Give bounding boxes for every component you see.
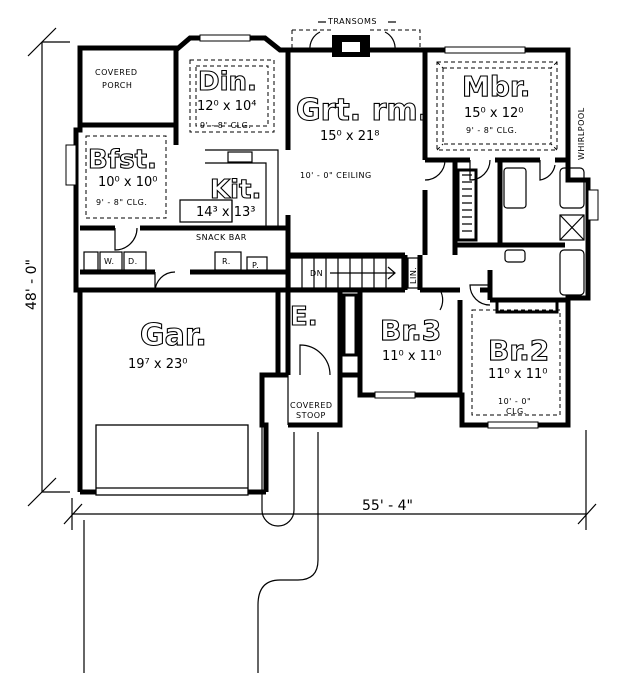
closets — [342, 168, 559, 357]
bfst-name: Bfst. — [88, 145, 157, 175]
e-name: E. — [290, 302, 318, 332]
overall-depth-label: 48' - 0" — [24, 259, 40, 310]
stairs — [289, 257, 403, 289]
fireplace — [291, 29, 421, 57]
mbr-note: 9' - 8" CLG. — [466, 126, 517, 135]
gar-name: Gar. — [140, 318, 207, 353]
covered-stoop-label-2: STOOP — [296, 411, 326, 420]
depth-dimension — [27, 27, 70, 507]
bfst-size: 10⁰ x 10⁰ — [98, 175, 157, 190]
br2-note-1: 10' - 0" — [498, 397, 531, 406]
snack-bar-label: SNACK BAR — [196, 233, 247, 242]
refrigerator-label: R. — [222, 257, 231, 266]
overall-width-label: 55' - 4" — [362, 498, 413, 514]
laundry — [83, 251, 419, 289]
dryer-label: D. — [128, 257, 138, 266]
walkway — [83, 425, 319, 673]
garage-door — [95, 424, 249, 496]
whirlpool-label: WHIRLPOOL — [577, 107, 586, 160]
kitchen-counters — [179, 149, 279, 228]
br2-tray-ceiling — [471, 309, 561, 416]
br3-size: 11⁰ x 11⁰ — [382, 349, 441, 364]
din-note: 9' - 8" CLG. — [200, 121, 251, 130]
door-swings — [114, 159, 556, 376]
covered-porch-label-1: COVERED — [95, 68, 138, 77]
windows — [65, 34, 599, 429]
gar-size: 19⁷ x 23⁰ — [128, 357, 187, 372]
br2-name: Br.2 — [488, 334, 549, 367]
br2-size: 11⁰ x 11⁰ — [488, 367, 547, 382]
width-dimension — [63, 430, 597, 530]
br3-name: Br.3 — [380, 314, 441, 347]
din-name: Din. — [198, 67, 257, 97]
lin-label: LIN. — [409, 267, 418, 284]
bfst-tray-ceiling — [85, 135, 167, 219]
pantry-label: P. — [252, 261, 259, 270]
mbr-name: Mbr. — [462, 70, 530, 103]
din-size: 12⁰ x 10⁴ — [197, 99, 256, 114]
kit-name: Kit. — [210, 175, 261, 205]
mbr-size: 15⁰ x 12⁰ — [464, 106, 523, 121]
covered-porch-label-2: PORCH — [102, 81, 132, 90]
transoms-label: TRANSOMS — [327, 17, 377, 26]
br2-note-2: CLG. — [506, 407, 527, 416]
dn-label: DN — [310, 269, 323, 278]
kit-size: 14³ x 13³ — [196, 205, 255, 220]
washer-label: W. — [104, 257, 115, 266]
grt-name: Grt. rm. — [296, 93, 429, 128]
bfst-note: 9' - 8" CLG. — [96, 198, 147, 207]
dining-tray-ceiling — [189, 59, 275, 133]
grt-note: 10' - 0" CEILING — [300, 171, 372, 180]
bath-fixtures — [503, 167, 585, 296]
grt-size: 15⁰ x 21⁸ — [320, 129, 379, 144]
covered-stoop-label-1: COVERED — [290, 401, 333, 410]
master-tray-ceiling — [436, 61, 558, 151]
